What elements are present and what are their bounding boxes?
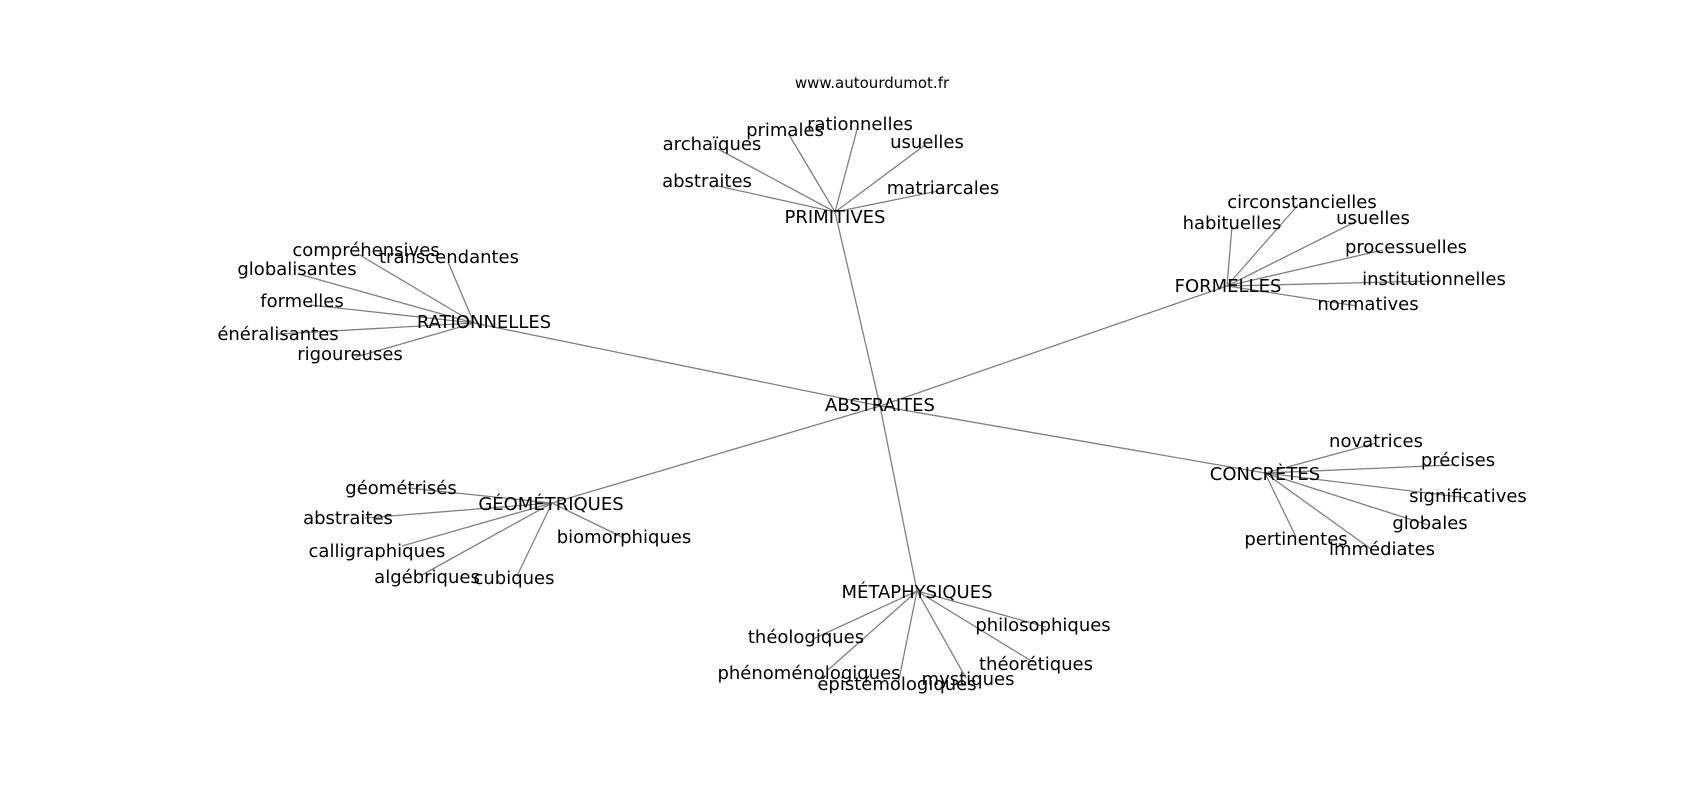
edge-hub-leaf xyxy=(717,185,836,213)
edge-hub-leaf xyxy=(812,590,918,640)
leaf-node[interactable]: compréhensives xyxy=(292,240,439,261)
leaf-node[interactable]: circonstancielles xyxy=(1227,192,1377,213)
hub-node[interactable]: CONCRÈTES xyxy=(1210,463,1320,485)
graph-edges xyxy=(277,125,1469,685)
leaf-node[interactable]: abstraites xyxy=(662,171,752,192)
edge-hub-leaf xyxy=(516,502,553,577)
edge-center-hub xyxy=(551,405,881,504)
edge-hub-leaf xyxy=(1226,220,1358,287)
leaf-node[interactable]: énéralisantes xyxy=(217,324,338,345)
edge-hub-leaf xyxy=(787,132,836,213)
edge-hub-leaf xyxy=(1264,464,1454,474)
edge-hub-leaf xyxy=(1226,280,1434,287)
edge-hub-leaf xyxy=(916,590,967,679)
leaf-node[interactable]: rigoureuses xyxy=(297,344,403,365)
edge-hub-leaf xyxy=(916,590,1047,628)
leaf-node[interactable]: biomorphiques xyxy=(557,527,692,548)
leaf-node[interactable]: géométrisés xyxy=(345,478,456,499)
edge-hub-leaf xyxy=(834,125,859,213)
edge-center-hub xyxy=(879,405,1266,474)
edge-hub-leaf xyxy=(827,590,918,671)
edge-hub-leaf xyxy=(1264,472,1469,499)
leaf-node[interactable]: algébriques xyxy=(374,567,480,588)
leaf-node[interactable]: processuelles xyxy=(1345,237,1467,258)
leaf-node[interactable]: globalisantes xyxy=(237,259,356,280)
edge-hub-leaf xyxy=(401,502,553,547)
edge-hub-leaf xyxy=(1226,204,1299,287)
leaf-node[interactable]: significatives xyxy=(1409,486,1527,507)
edge-hub-leaf xyxy=(1226,249,1384,287)
leaf-node[interactable]: rationnelles xyxy=(807,114,913,135)
leaf-node[interactable]: phénoménologiques xyxy=(717,663,900,684)
leaf-node[interactable]: globales xyxy=(1392,513,1467,534)
leaf-node[interactable]: mystiques xyxy=(922,669,1015,690)
hub-node[interactable]: RATIONNELLES xyxy=(417,312,551,333)
graph-labels: www.autourdumot.fr ABSTRAITES PRIMITIVES a… xyxy=(217,74,1526,695)
leaf-node[interactable]: immédiates xyxy=(1329,539,1435,560)
leaf-node[interactable]: cubiques xyxy=(473,568,554,589)
edge-hub-leaf xyxy=(1264,472,1372,550)
center-node[interactable]: ABSTRAITES xyxy=(825,395,935,416)
edge-hub-leaf xyxy=(834,190,939,213)
hub-node[interactable]: FORMELLES xyxy=(1175,276,1282,297)
leaf-node[interactable]: institutionnelles xyxy=(1362,269,1506,290)
edge-hub-leaf xyxy=(419,502,553,577)
edge-center-hub xyxy=(879,285,1228,407)
leaf-node[interactable]: primales xyxy=(746,120,824,141)
leaf-node[interactable]: calligraphiques xyxy=(309,541,446,562)
edge-center-hub xyxy=(834,211,881,407)
edge-hub-leaf xyxy=(1226,225,1233,287)
site-watermark: www.autourdumot.fr xyxy=(795,74,950,92)
edge-hub-leaf xyxy=(407,487,553,504)
edge-hub-leaf xyxy=(834,144,926,213)
leaf-node[interactable]: transcendantes xyxy=(379,247,519,268)
edge-hub-leaf xyxy=(1264,472,1297,538)
edge-hub-leaf xyxy=(1264,442,1377,474)
leaf-node[interactable]: matriarcales xyxy=(887,178,999,199)
edge-hub-leaf xyxy=(277,322,475,335)
leaf-node[interactable]: normatives xyxy=(1317,294,1418,315)
leaf-node[interactable]: novatrices xyxy=(1329,431,1423,452)
leaf-node[interactable]: abstraites xyxy=(303,508,393,529)
edge-center-hub xyxy=(473,322,881,407)
edge-center-hub xyxy=(879,405,918,592)
leaf-node[interactable]: théologiques xyxy=(748,627,864,648)
edge-hub-leaf xyxy=(355,322,475,358)
edge-hub-leaf xyxy=(301,274,475,324)
leaf-node[interactable]: précises xyxy=(1421,450,1495,471)
leaf-node[interactable]: habituelles xyxy=(1183,213,1282,234)
leaf-node[interactable]: pertinentes xyxy=(1244,529,1347,550)
leaf-node[interactable]: usuelles xyxy=(1336,208,1410,229)
edge-hub-leaf xyxy=(447,261,475,324)
leaf-node[interactable]: théorétiques xyxy=(979,654,1093,675)
edge-hub-leaf xyxy=(364,502,553,519)
edge-hub-leaf xyxy=(309,304,475,324)
edge-hub-leaf xyxy=(1226,285,1358,307)
leaf-node[interactable]: usuelles xyxy=(890,132,964,153)
hub-node[interactable]: PRIMITIVES xyxy=(785,207,886,228)
edge-hub-leaf xyxy=(551,502,625,539)
leaf-node[interactable]: formelles xyxy=(260,291,344,312)
edge-hub-leaf xyxy=(916,590,1034,663)
leaf-node[interactable]: épistémologiques xyxy=(817,674,976,695)
edge-hub-leaf xyxy=(357,253,475,324)
hub-node[interactable]: MÉTAPHYSIQUES xyxy=(841,581,992,603)
leaf-node[interactable]: philosophiques xyxy=(975,615,1110,636)
leaf-node[interactable]: archaïques xyxy=(663,134,762,155)
edge-hub-leaf xyxy=(717,148,836,213)
edge-hub-leaf xyxy=(1264,472,1429,526)
edge-hub-leaf xyxy=(897,590,918,685)
hub-node[interactable]: GÉOMÉTRIQUES xyxy=(478,493,623,515)
